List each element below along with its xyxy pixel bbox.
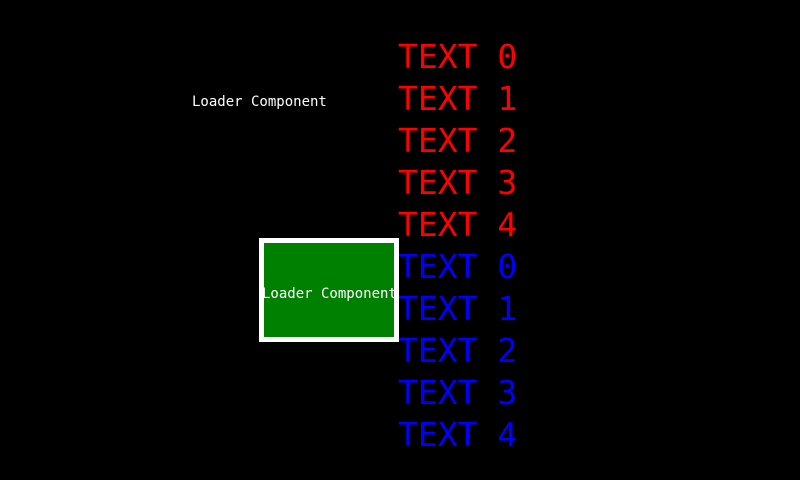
- list-item: TEXT 0: [398, 37, 518, 76]
- loader-component-panel[interactable]: Loader Component: [259, 238, 399, 342]
- loader-component-title: Loader Component: [192, 94, 327, 110]
- list-item: TEXT 2: [398, 331, 518, 370]
- loader-panel-label: Loader Component: [262, 286, 397, 302]
- list-item: TEXT 1: [398, 289, 518, 328]
- list-item: TEXT 2: [398, 121, 518, 160]
- list-item: TEXT 0: [398, 247, 518, 286]
- list-item: TEXT 1: [398, 79, 518, 118]
- list-item: TEXT 4: [398, 415, 518, 454]
- list-item: TEXT 3: [398, 163, 518, 202]
- text-list: TEXT 0 TEXT 1 TEXT 2 TEXT 3 TEXT 4 TEXT …: [398, 36, 598, 456]
- loader-panel-inner: Loader Component: [262, 243, 397, 337]
- list-item: TEXT 4: [398, 205, 518, 244]
- list-item: TEXT 3: [398, 373, 518, 412]
